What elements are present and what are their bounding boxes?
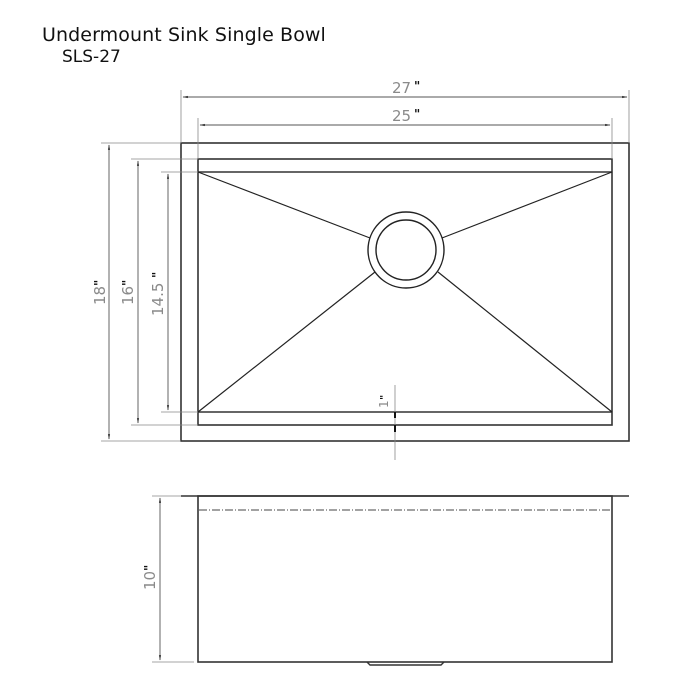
svg-text:": " [414, 107, 420, 121]
svg-text:": " [150, 272, 164, 278]
drain-inner-ring [375, 219, 437, 281]
drain-outer-ring [367, 211, 445, 289]
dimension-bowl-depth: 16 [119, 286, 137, 305]
drawing-title: Undermount Sink Single Bowl [42, 24, 326, 46]
dimension-overall-depth: 18 [91, 286, 109, 305]
outer-flange-outline [180, 142, 630, 442]
svg-text:": " [379, 395, 390, 400]
model-number: SLS-27 [62, 47, 121, 67]
side-view: 10 " [141, 495, 629, 666]
top-view: 27 " 25 " 18 " 16 " 14.5 " [91, 79, 630, 460]
svg-text:": " [142, 565, 156, 571]
dimension-inner-depth: 14.5 [149, 283, 167, 316]
svg-text:": " [414, 79, 420, 93]
svg-text:": " [120, 280, 134, 286]
svg-text:": " [92, 280, 106, 286]
bowl-outline [197, 158, 613, 426]
drain-bump [366, 661, 445, 666]
dimension-height: 10 [141, 571, 159, 590]
dimension-ledge: 1 [377, 400, 391, 408]
dimension-overall-width: 27 [392, 79, 411, 97]
sink-body-side [197, 495, 613, 663]
dimension-bowl-width: 25 [392, 107, 411, 125]
